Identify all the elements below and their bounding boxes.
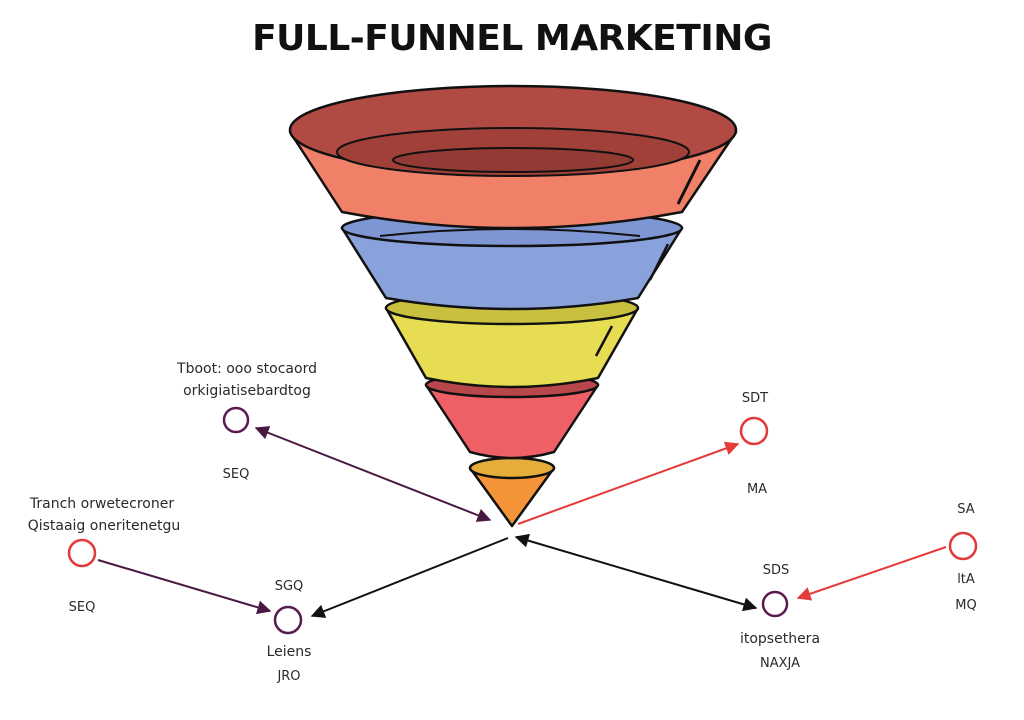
label-top-left-line2: orkigiatisebardtog [183, 383, 311, 399]
node-bottom-left [273, 605, 303, 635]
arrow-to-top-left-node [254, 426, 492, 522]
arrow-to-bottom-left-node [310, 537, 509, 618]
label-left-line2: Qistaaig oneritenetgu [28, 518, 181, 534]
connector-arrows [97, 426, 947, 618]
label-top-left-node: SEQ [223, 467, 250, 482]
label-left-node: SEQ [69, 600, 96, 615]
label-bottom-right-bot: NAXJA [760, 656, 800, 671]
label-bottom-right-top: SDS [763, 563, 790, 578]
label-bottom-right-mid: itopsethera [740, 631, 820, 647]
arrow-far-right-to-bottom-right [796, 546, 947, 601]
label-far-right-top: SA [957, 502, 974, 517]
page-title: FULL-FUNNEL MARKETING [252, 18, 772, 59]
node-top-right [739, 416, 769, 446]
label-bottom-left-top: SGQ [275, 579, 304, 594]
funnel-stage-2-highlight [648, 243, 670, 281]
label-far-right-mid: ltA [957, 572, 975, 587]
arrow-to-top-right-node [517, 441, 740, 525]
label-bottom-left-bot: JRO [276, 669, 300, 684]
funnel-stage-1-highlight [676, 159, 702, 205]
funnel-stage-1 [288, 84, 738, 230]
funnel-stage-1-opening [392, 147, 634, 173]
arrow-to-bottom-right-node [514, 533, 758, 612]
label-top-left-line1: Tboot: ooo stocaord [176, 361, 317, 377]
label-bottom-left-mid: Leiens [267, 644, 312, 660]
label-top-right-top: SDT [742, 391, 768, 406]
node-far-right [948, 531, 978, 561]
funnel-stage-3-highlight [594, 325, 614, 357]
label-left-line1: Tranch orwetecroner [29, 496, 174, 512]
label-far-right-bot: MQ [955, 598, 976, 613]
labels: Tboot: ooo stocaord orkigiatisebardtog S… [28, 361, 977, 684]
funnel [288, 84, 738, 528]
arrow-left-to-bottom-left [97, 559, 272, 615]
funnel-stage-5-rim [468, 456, 556, 480]
label-top-right-bot: MA [747, 482, 767, 497]
nodes [67, 406, 978, 635]
node-bottom-right [761, 590, 789, 618]
node-top-left [222, 406, 250, 434]
node-left [67, 538, 97, 568]
